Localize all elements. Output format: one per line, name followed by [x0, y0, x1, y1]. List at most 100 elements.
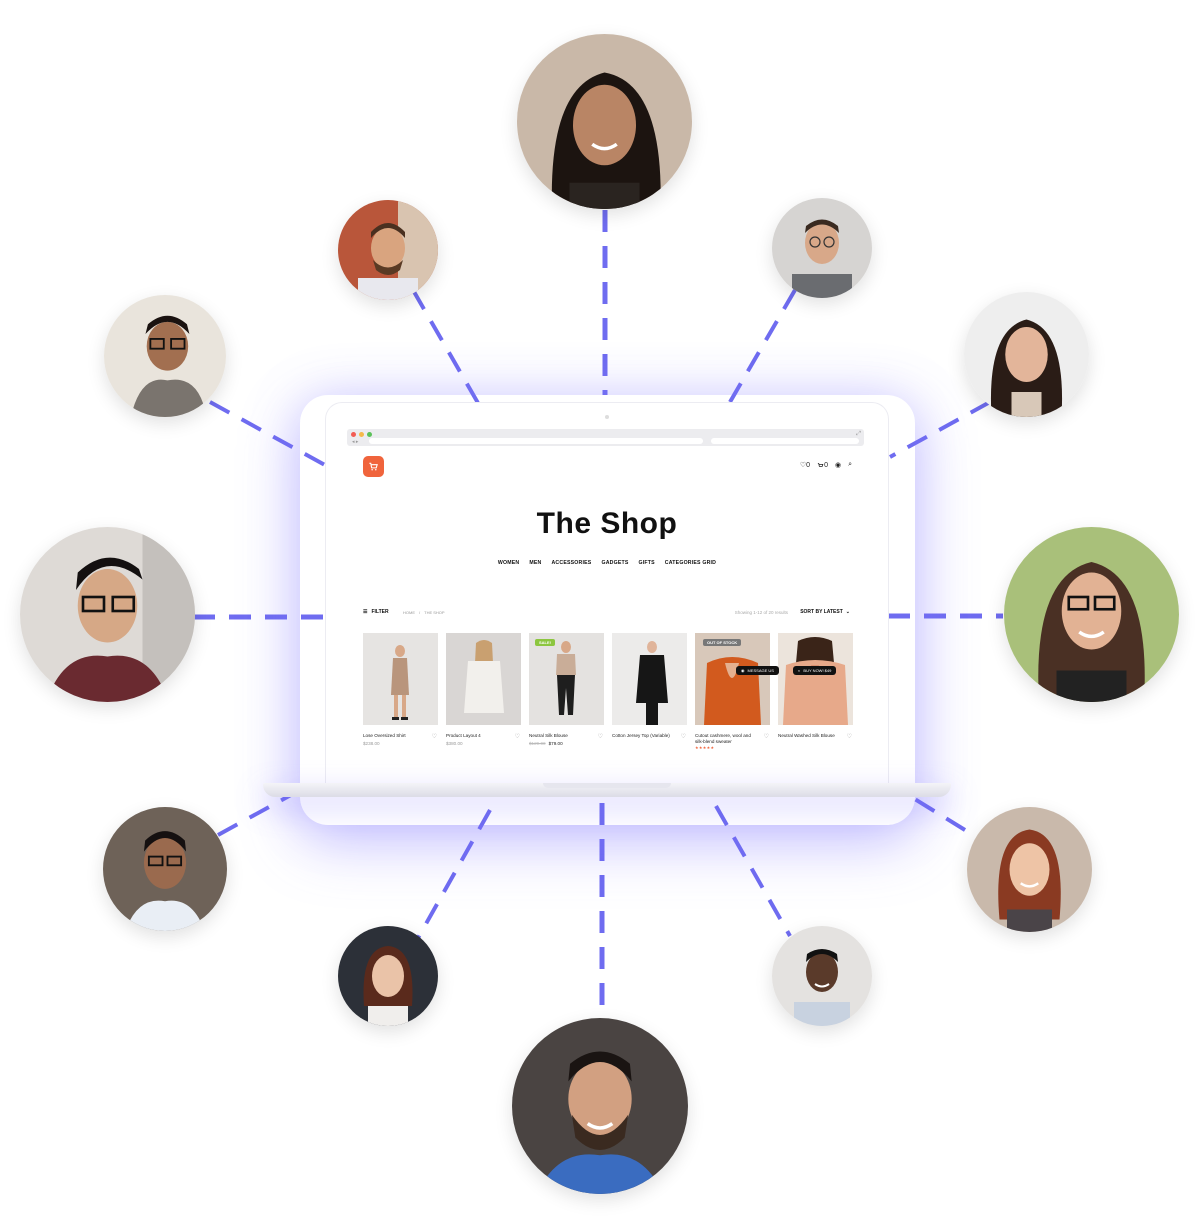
nav-women[interactable]: WOMEN: [497, 560, 520, 566]
filter-label: FILTER: [371, 609, 389, 615]
url-field[interactable]: [369, 438, 703, 444]
avatar-left-upper: [104, 295, 226, 417]
filter-button[interactable]: ☰FILTER: [363, 609, 389, 615]
price-value: $380.00: [446, 741, 463, 746]
product-price: $129.00$79.00: [529, 741, 604, 746]
heart-icon[interactable]: ♡: [763, 734, 769, 740]
product-name[interactable]: Neutral Washed Silk Blouse: [778, 733, 835, 738]
close-dot[interactable]: [351, 432, 356, 437]
search-icon[interactable]: ⌕: [848, 461, 852, 468]
nav-accessories[interactable]: ACCESSORIES: [551, 560, 592, 566]
avatar-top-right: [772, 198, 872, 298]
product-name[interactable]: Neutral Silk Blouse: [529, 733, 568, 738]
laptop-base: [263, 783, 951, 797]
connector-left-upper: [209, 400, 326, 467]
out-of-stock-badge: OUT OF STOCK: [703, 639, 742, 646]
heart-icon[interactable]: ♡: [431, 734, 437, 740]
connector-bottom-left: [416, 809, 492, 939]
product-image[interactable]: [363, 633, 438, 725]
connector-bottom-right: [714, 805, 792, 937]
product-image[interactable]: OUT OF STOCK: [695, 633, 770, 725]
message-us-label: MESSAGE US: [747, 668, 774, 673]
sale-badge: SALE!: [535, 639, 555, 646]
nav-men[interactable]: MEN: [529, 560, 542, 566]
product-name[interactable]: Cotton Jersey Top (Variable): [612, 733, 670, 738]
sort-dropdown[interactable]: SORT BY LATEST⌄: [800, 609, 850, 615]
laptop-notch: [543, 783, 671, 788]
back-forward-icon[interactable]: ◂ ▸: [352, 439, 359, 445]
heart-icon[interactable]: ♡: [680, 734, 686, 740]
maximize-dot[interactable]: [367, 432, 372, 437]
avatar-left-lower: [103, 807, 227, 931]
cart-link[interactable]: 0: [817, 462, 828, 469]
product-card[interactable]: Neutral Washed Silk Blouse ♡: [778, 633, 853, 750]
old-price: $129.00: [529, 741, 546, 746]
nav-gadgets[interactable]: GADGETS: [601, 560, 629, 566]
expand-icon[interactable]: ⤢: [856, 431, 861, 437]
browser-search-field[interactable]: [711, 438, 859, 444]
breadcrumb: HOME / THE SHOP: [403, 610, 445, 615]
avatar-top-left: [338, 200, 438, 300]
nav-categories-grid[interactable]: CATEGORIES GRID: [664, 560, 717, 566]
connector-right-upper: [889, 400, 991, 459]
avatar-right: [1004, 527, 1179, 702]
heart-icon[interactable]: ♡: [597, 734, 603, 740]
rating-stars: ★★★★★: [695, 745, 715, 750]
page-title: The Shop: [536, 507, 678, 540]
nav-gifts[interactable]: GIFTS: [638, 560, 655, 566]
avatar-bottom-left: [338, 926, 438, 1026]
message-us-button[interactable]: ◉MESSAGE US: [736, 666, 779, 675]
product-image[interactable]: SALE!: [529, 633, 604, 725]
buy-now-label: BUY NOW! $49: [803, 668, 832, 673]
product-card[interactable]: Product Layout 4 $380.00 ♡: [446, 633, 521, 750]
product-card[interactable]: Lose Oversized Shirt $238.00 ♡: [363, 633, 438, 750]
breadcrumb-current: THE SHOP: [424, 610, 445, 615]
sort-label: SORT BY LATEST: [800, 609, 843, 615]
product-price: $238.00: [363, 741, 438, 746]
browser-bar: ◂ ▸ ⤢: [347, 429, 864, 446]
avatar-bottom-right: [772, 926, 872, 1026]
avatar-bottom: [512, 1018, 688, 1194]
product-price: $380.00: [446, 741, 521, 746]
breadcrumb-home[interactable]: HOME: [403, 610, 415, 615]
connector-top-left: [411, 289, 480, 404]
connector-right-lower: [898, 788, 967, 832]
product-name[interactable]: Cutout cashmere, wool and silk-blend swe…: [695, 733, 751, 744]
connector-left-lower: [217, 788, 301, 837]
cart-count: 0: [824, 461, 828, 469]
buy-now-button[interactable]: ◐BUY NOW! $49: [793, 666, 837, 675]
heart-icon[interactable]: ♡: [846, 734, 852, 740]
user-icon[interactable]: ◉: [834, 462, 842, 469]
heart-icon[interactable]: ♡: [514, 734, 520, 740]
product-card[interactable]: OUT OF STOCK Cutout cashmere, wool and s…: [695, 633, 770, 750]
chevron-down-icon: ⌄: [845, 609, 850, 615]
minimize-dot[interactable]: [359, 432, 364, 437]
window-controls: [351, 432, 372, 437]
product-image[interactable]: [778, 633, 853, 725]
product-image[interactable]: [446, 633, 521, 725]
product-grid: Lose Oversized Shirt $238.00 ♡ Product L…: [363, 633, 853, 750]
breadcrumb-separator: /: [419, 610, 421, 615]
connector-top-right: [728, 288, 797, 404]
messenger-icon: ◉: [741, 668, 745, 673]
wishlist-link[interactable]: ♡0: [800, 461, 811, 470]
product-card[interactable]: SALE! Neutral Silk Blouse $129.00$79.00 …: [529, 633, 604, 750]
category-nav: WOMEN MEN ACCESSORIES GADGETS GIFTS CATE…: [326, 560, 888, 566]
shop-toolbar: ☰FILTER HOME / THE SHOP Showing 1-12 of …: [363, 609, 850, 619]
filter-icon: ☰: [363, 609, 368, 615]
product-card[interactable]: Cotton Jersey Top (Variable) ♡: [612, 633, 687, 750]
avatar-right-upper: [964, 292, 1089, 417]
price-value: $238.00: [363, 741, 380, 746]
buy-icon: ◐: [798, 668, 801, 673]
results-count: Showing 1-12 of 20 results: [734, 610, 788, 615]
product-name[interactable]: Lose Oversized Shirt: [363, 733, 406, 738]
price-value: $79.00: [548, 741, 563, 746]
product-name[interactable]: Product Layout 4: [446, 733, 481, 738]
header-icons: ♡0 0 ◉ ⌕: [800, 461, 852, 469]
cart-icon: [817, 462, 824, 467]
wishlist-count: 0: [806, 461, 811, 469]
product-image[interactable]: [612, 633, 687, 725]
shop-logo[interactable]: [363, 456, 384, 477]
camera-dot: [605, 415, 609, 419]
